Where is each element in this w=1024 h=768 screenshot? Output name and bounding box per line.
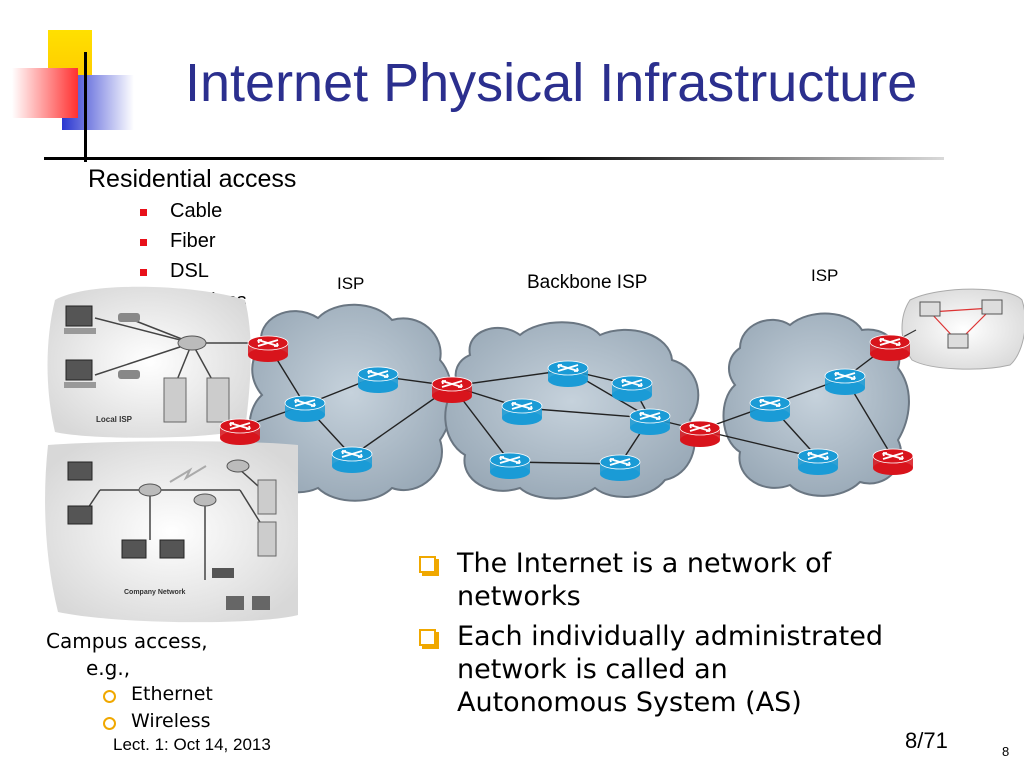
campus-heading-eg: e.g., — [86, 656, 131, 680]
campus-item: Wireless — [103, 710, 211, 732]
campus-item: Ethernet — [103, 683, 213, 705]
main-point: The Internet is a network of networks — [419, 547, 887, 613]
residential-heading: Residential access — [88, 165, 297, 193]
company-network: Company Network — [45, 441, 299, 623]
title-rule — [44, 157, 944, 160]
local-isp-network: Local ISP — [47, 286, 258, 438]
company-network-label: Company Network — [124, 589, 186, 596]
residential-item: Fiber — [140, 230, 216, 252]
cloud-label-isp-left: ISP — [337, 274, 364, 293]
border-router-icon — [431, 376, 473, 403]
red-square — [12, 68, 78, 118]
border-router-icon — [869, 334, 911, 361]
slide-number: 8 — [1002, 744, 1010, 759]
router-icon — [797, 448, 839, 475]
router-icon — [599, 454, 641, 481]
router-icon — [749, 395, 791, 422]
router-icon — [629, 408, 671, 435]
vertical-rule — [84, 52, 87, 162]
router-icon — [611, 375, 653, 402]
routers — [219, 334, 914, 481]
border-router-icon — [679, 420, 721, 447]
cloud-label-backbone: Backbone ISP — [527, 272, 647, 293]
router-icon — [357, 366, 399, 393]
border-router-icon — [247, 335, 289, 362]
router-icon — [489, 452, 531, 479]
campus-heading: Campus access, — [46, 629, 208, 653]
footer-page: 8/71 — [905, 728, 948, 753]
slide-title: Internet Physical Infrastructure — [185, 53, 918, 113]
border-router-icon — [219, 418, 261, 445]
router-icon — [547, 360, 589, 387]
residential-item: DSL — [140, 260, 209, 282]
main-point: Each individually administrated network … — [419, 620, 887, 719]
router-icon — [284, 395, 326, 422]
footer-date: Lect. 1: Oct 14, 2013 — [113, 735, 271, 754]
router-icon — [824, 368, 866, 395]
residential-item: Cable — [139, 200, 223, 222]
router-icon — [331, 446, 373, 473]
corner-decoration — [12, 30, 134, 162]
cloud-label-isp-right: ISP — [811, 266, 838, 285]
local-isp-label: Local ISP — [96, 415, 133, 424]
remote-network — [889, 288, 1024, 370]
border-router-icon — [872, 448, 914, 475]
router-icon — [501, 398, 543, 425]
